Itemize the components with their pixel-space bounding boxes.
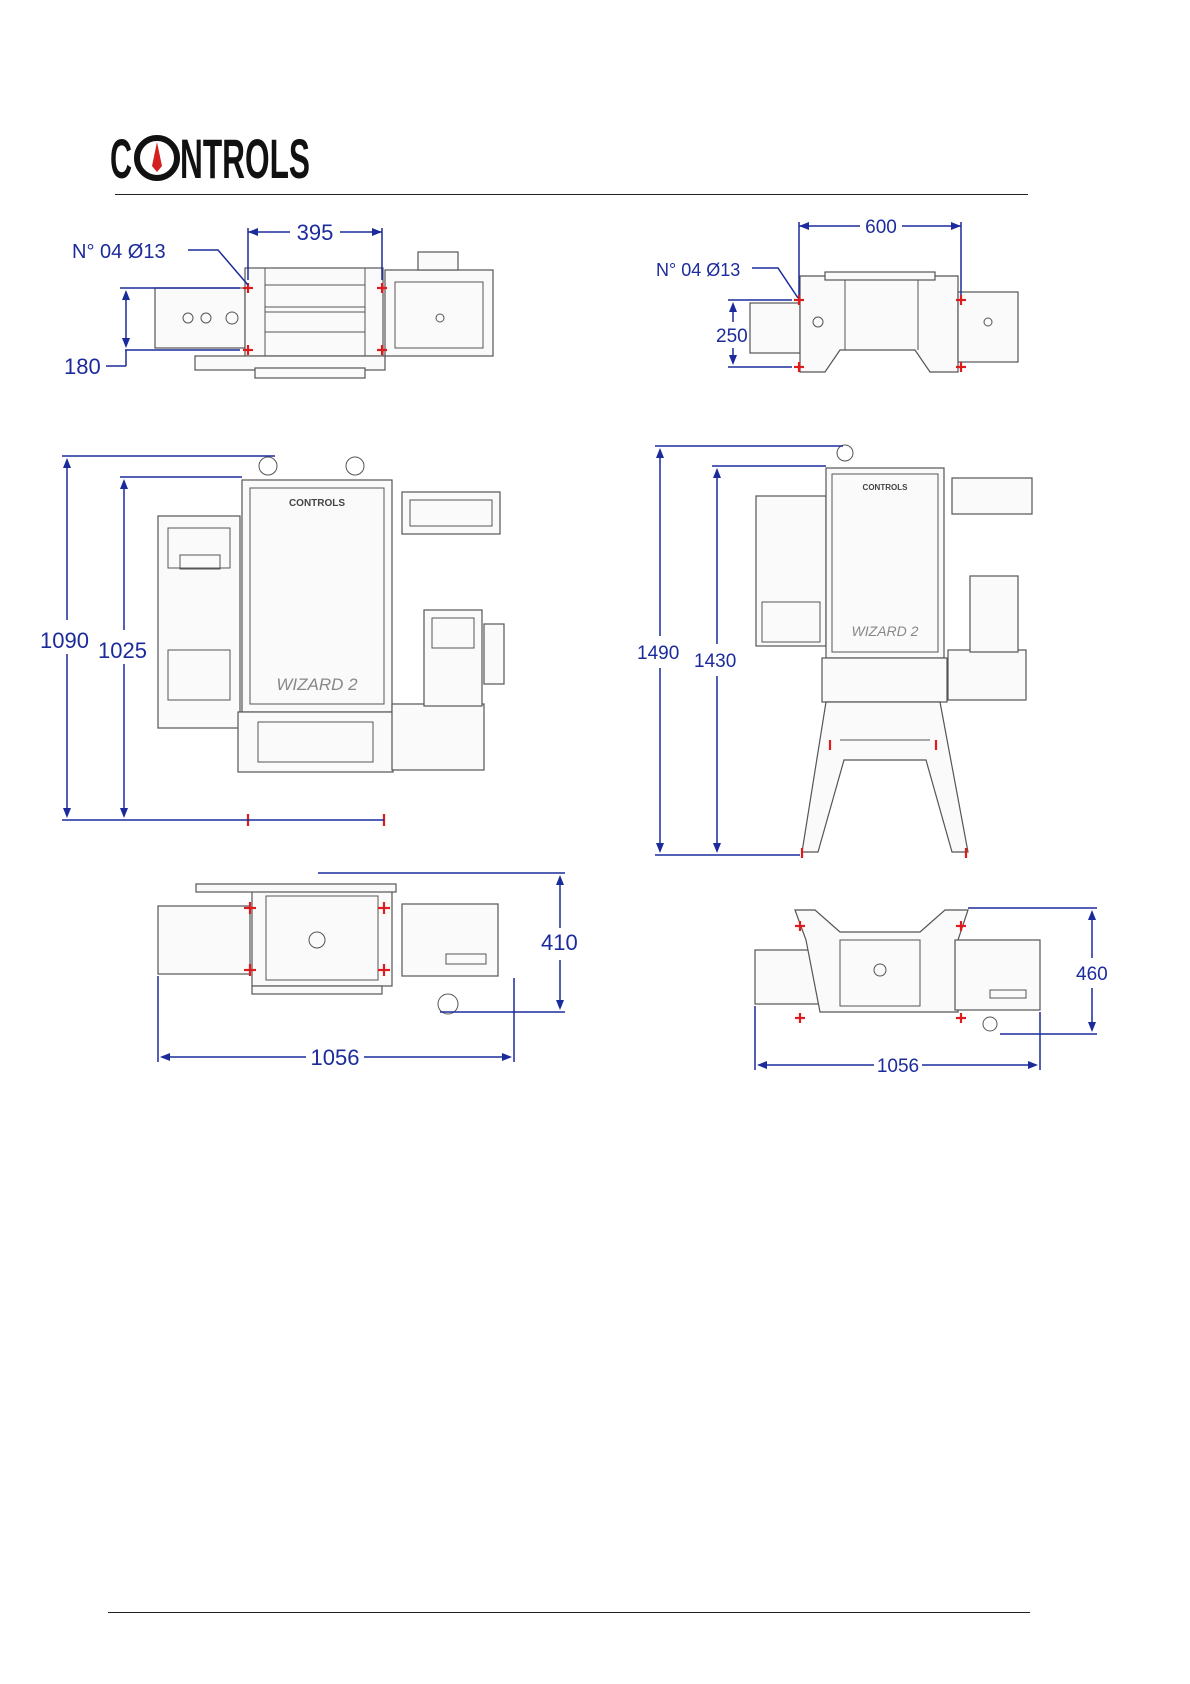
dim-1056-left: 1056 <box>311 1045 360 1070</box>
dim-410: 410 <box>541 930 578 955</box>
dim-1090: 1090 <box>40 628 89 653</box>
top-view-right: 600 N° 04 Ø13 250 <box>656 217 1018 372</box>
dim-460: 460 <box>1076 964 1108 985</box>
holes-note-left: N° 04 Ø13 <box>72 241 166 263</box>
dim-1025: 1025 <box>98 638 147 663</box>
door-brand-right: CONTROLS <box>863 483 909 492</box>
mounting-hole <box>956 1013 966 1023</box>
dim-1056-right: 1056 <box>877 1056 919 1077</box>
plan-view-right: 460 1056 <box>755 908 1108 1077</box>
door-brand-left: CONTROLS <box>289 498 345 509</box>
front-view-left: CONTROLS WIZARD 2 1090 1025 <box>40 456 504 826</box>
dim-600: 600 <box>865 217 897 238</box>
door-model-right: WIZARD 2 <box>852 623 919 639</box>
front-view-right: CONTROLS WIZARD 2 1490 1430 <box>637 445 1032 858</box>
plan-view-left: 410 1056 <box>158 873 578 1070</box>
holes-note-right: N° 04 Ø13 <box>656 260 740 280</box>
top-view-left: 395 N° 04 Ø13 180 <box>64 220 493 379</box>
door-model-left: WIZARD 2 <box>276 675 358 694</box>
dim-1430: 1430 <box>694 651 736 672</box>
dim-180: 180 <box>64 354 101 379</box>
dim-395: 395 <box>297 220 334 245</box>
mounting-hole <box>795 1013 805 1023</box>
dim-250: 250 <box>716 326 748 347</box>
dim-1490: 1490 <box>637 643 679 664</box>
